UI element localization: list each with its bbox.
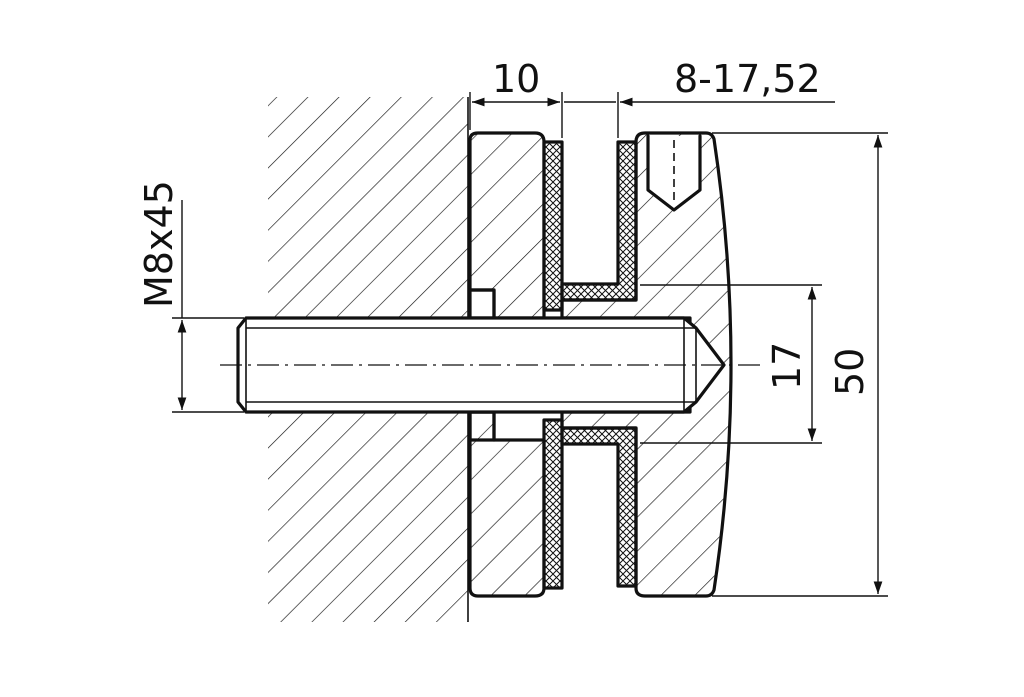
gasket-rear bbox=[542, 140, 564, 590]
dimension-height-50: 50 bbox=[712, 132, 888, 597]
dim-label-bolt: M8x45 bbox=[137, 180, 181, 308]
dim-label-10: 10 bbox=[492, 57, 540, 101]
dim-label-50: 50 bbox=[828, 348, 872, 396]
rear-disc bbox=[468, 131, 546, 598]
dimension-bolt: M8x45 bbox=[137, 180, 244, 413]
front-cap bbox=[560, 131, 733, 598]
dim-label-glass: 8-17,52 bbox=[674, 57, 821, 101]
dimension-width-10: 10 bbox=[469, 57, 563, 138]
dimension-bore-17: 17 bbox=[640, 284, 822, 444]
wall-section bbox=[268, 97, 469, 622]
dimension-glass-thickness: 8-17,52 bbox=[564, 57, 835, 138]
dim-label-17: 17 bbox=[765, 342, 809, 390]
